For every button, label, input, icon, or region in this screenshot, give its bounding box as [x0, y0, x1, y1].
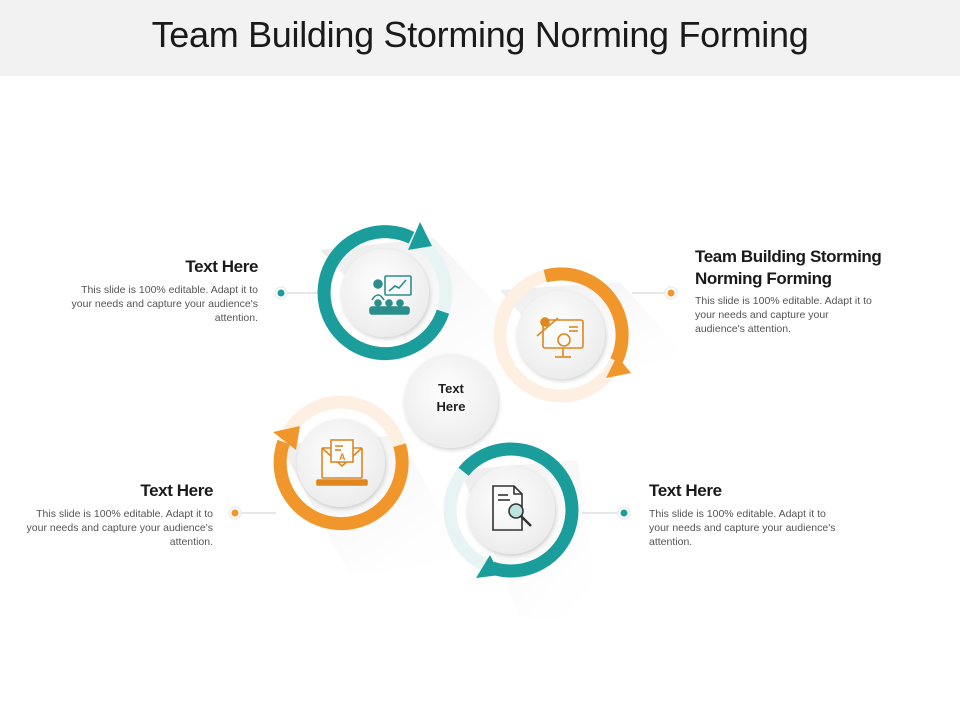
analytics-monitor-icon	[536, 317, 584, 358]
item-1-body: This slide is 100% editable. Adapt it to…	[71, 284, 258, 324]
svg-text:A: A	[339, 452, 346, 462]
item-2-body: This slide is 100% editable. Adapt it to…	[695, 295, 872, 335]
item-4-text: Text Here This slide is 100% editable. A…	[649, 481, 839, 549]
item-4-body: This slide is 100% editable. Adapt it to…	[649, 508, 836, 548]
item-3-heading: Text Here	[140, 481, 213, 500]
document-search-icon	[492, 485, 532, 531]
item-2-heading: Team Building Storming Norming Forming	[695, 247, 882, 288]
center-label-line1: Text	[438, 381, 464, 396]
page-title: Team Building Storming Norming Forming	[151, 14, 809, 55]
item-1-heading: Text Here	[185, 257, 258, 276]
item-1-text: Text Here This slide is 100% editable. A…	[60, 257, 259, 325]
item-4-heading: Text Here	[649, 481, 722, 500]
presentation-icon	[369, 275, 412, 315]
center-label: Text Here	[410, 380, 492, 416]
item-2-text: Team Building Storming Norming Forming T…	[695, 246, 920, 336]
item-3-text: Text Here This slide is 100% editable. A…	[16, 481, 214, 549]
email-grade-icon: A	[316, 439, 368, 486]
title-bar	[0, 0, 960, 76]
center-circle	[404, 354, 498, 448]
item-3-body: This slide is 100% editable. Adapt it to…	[26, 508, 213, 548]
center-label-line2: Here	[436, 399, 466, 414]
